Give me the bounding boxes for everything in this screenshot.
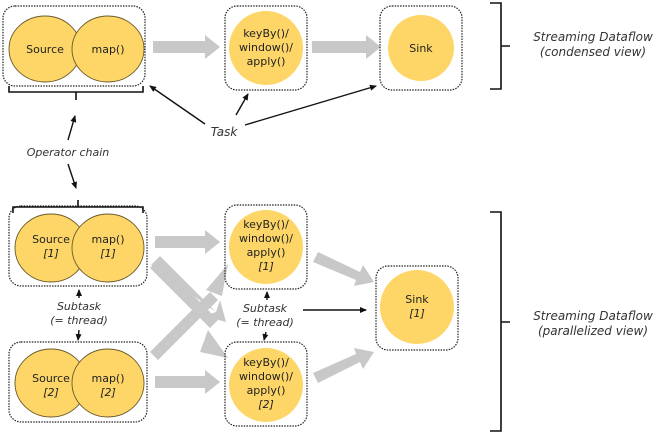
condensed-view-title: Streaming Dataflow xyxy=(533,30,653,44)
flow-arrow-cross-p2-to-p1-head xyxy=(206,264,228,296)
subtask-box-sink-1[interactable] xyxy=(375,265,459,351)
subtask-box-source-map-2[interactable] xyxy=(8,341,148,423)
parallel-view: Source [1] map() [1] keyBy()/ window()/ … xyxy=(8,200,653,432)
operator-chain-annotation: Operator chain xyxy=(27,115,110,189)
condensed-brace xyxy=(490,2,510,90)
parallel-brace xyxy=(490,211,510,432)
label-source-1-index: [1] xyxy=(43,247,59,260)
label-window-2-line2: window()/ xyxy=(239,370,293,383)
task-box-source-map[interactable] xyxy=(2,5,146,87)
label-window-2-line1: keyBy()/ xyxy=(243,356,289,369)
label-window-1-line1: keyBy()/ xyxy=(243,218,289,231)
label-window-2-line3: apply() xyxy=(247,384,286,397)
subtask-left-label-line2: (= thread) xyxy=(50,314,108,327)
label-sink-1: Sink xyxy=(405,293,429,306)
flow-arrow-cross-p1-to-p2-head xyxy=(200,330,228,358)
flow-arrow-window2-to-sink xyxy=(313,348,374,383)
flow-arrow-p2-map-to-window xyxy=(155,370,220,394)
operator-sink-1[interactable] xyxy=(380,270,454,344)
label-window-1-line3: apply() xyxy=(247,246,286,259)
parallel-view-title: Streaming Dataflow xyxy=(533,309,653,323)
task-pointer-sink xyxy=(244,84,377,126)
operator-window-2[interactable] xyxy=(229,348,303,422)
subtask-right-pointer-down xyxy=(262,331,269,341)
condensed-view-subtitle: (condensed view) xyxy=(540,45,646,59)
task-annotation: Task xyxy=(211,125,239,139)
operator-chain-pointer-down xyxy=(67,163,77,189)
condensed-view: Source map() keyBy()/ window()/ apply() … xyxy=(2,2,653,139)
flow-arrow-map-to-window xyxy=(153,35,220,59)
task-box-window[interactable] xyxy=(224,5,308,91)
flow-arrow-window-to-sink xyxy=(312,35,381,59)
flow-arrow-cross-p1-to-p2 xyxy=(150,260,218,328)
operator-chain-pointer-up xyxy=(67,115,77,141)
subtask-right-label-line1: Subtask xyxy=(243,302,288,315)
task-pointer-source-map xyxy=(149,85,206,125)
operator-chain-bracket-bottom xyxy=(12,206,144,213)
operator-map-2[interactable] xyxy=(71,348,145,418)
label-sink: Sink xyxy=(409,42,433,55)
label-source-2: Source xyxy=(32,372,70,385)
label-source-2-index: [2] xyxy=(43,386,59,399)
label-map-2-index: [2] xyxy=(100,386,116,399)
task-pointer-window xyxy=(235,93,249,116)
label-window-1-line2: window()/ xyxy=(239,232,293,245)
subtask-right-label-line2: (= thread) xyxy=(236,316,294,329)
subtask-box-window-2[interactable] xyxy=(224,341,308,427)
operator-chain-bracket-top xyxy=(8,86,144,93)
label-window-line1: keyBy()/ xyxy=(243,27,289,40)
operator-window[interactable] xyxy=(229,11,303,85)
subtask-left-pointer-down xyxy=(75,329,82,341)
subtask-left-label-line1: Subtask xyxy=(57,300,102,313)
label-sink-1-index: [1] xyxy=(409,307,425,320)
operator-map-1[interactable] xyxy=(71,213,145,283)
label-map: map() xyxy=(91,43,124,56)
subtask-box-window-1[interactable] xyxy=(224,204,308,290)
operator-sink[interactable] xyxy=(388,15,454,81)
task-box-sink[interactable] xyxy=(379,5,463,91)
label-map-1-index: [1] xyxy=(100,247,116,260)
label-source-1: Source xyxy=(32,233,70,246)
label-source: Source xyxy=(26,43,64,56)
flow-arrow-p1-map-to-window xyxy=(155,230,220,254)
parallel-view-subtitle: (parallelized view) xyxy=(538,324,648,338)
label-window-line2: window()/ xyxy=(239,41,293,54)
label-map-2: map() xyxy=(91,372,124,385)
operator-window-1[interactable] xyxy=(229,210,303,284)
operator-map[interactable] xyxy=(71,15,145,83)
flow-arrow-cross-p2-to-p1 xyxy=(150,292,218,360)
flow-arrow-window1-to-sink xyxy=(313,252,374,286)
label-window-line3: apply() xyxy=(247,55,286,68)
operator-chain-label: Operator chain xyxy=(27,146,110,159)
label-window-1-index: [1] xyxy=(258,260,274,273)
label-window-2-index: [2] xyxy=(258,398,274,411)
label-map-1: map() xyxy=(91,233,124,246)
